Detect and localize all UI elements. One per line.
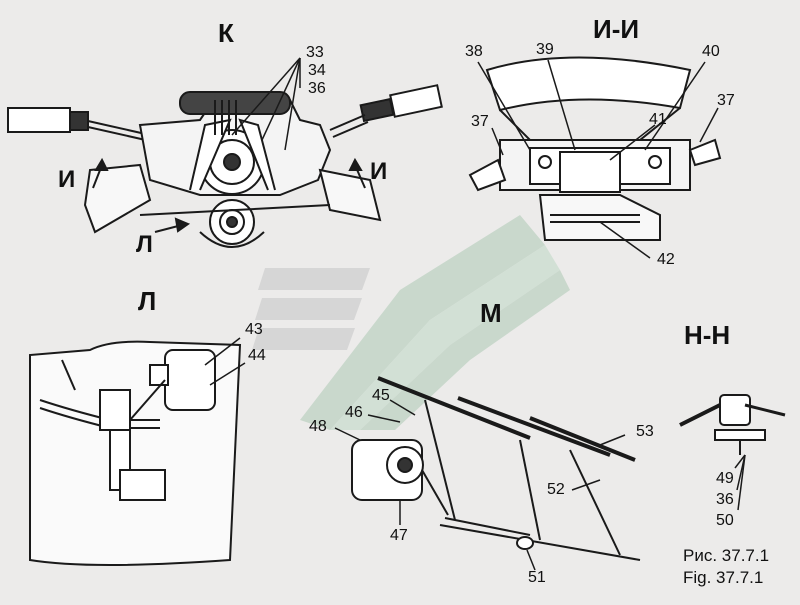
callout-33: 33 [306, 44, 324, 61]
callout-44: 44 [248, 347, 266, 364]
view-l-drawing [29, 337, 246, 566]
callout-39: 39 [536, 41, 554, 58]
view-nn-drawing [679, 394, 786, 511]
callout-36-nn: 36 [716, 491, 734, 508]
view-title-nn: Н-Н [684, 320, 731, 350]
callout-47: 47 [390, 527, 408, 544]
view-m-drawing [334, 376, 641, 571]
callout-41: 41 [649, 111, 667, 128]
view-title-l: Л [138, 286, 157, 316]
callout-45: 45 [372, 387, 390, 404]
callout-34: 34 [308, 62, 326, 79]
callout-48: 48 [309, 418, 327, 435]
section-mark-i-right: И [370, 158, 388, 185]
view-ii-drawing [468, 56, 722, 259]
watermark-logo [252, 215, 570, 430]
section-arrows [92, 157, 366, 233]
section-mark-i-left: И [58, 166, 76, 193]
view-title-k: К [218, 18, 234, 48]
callout-49: 49 [716, 470, 734, 487]
figure-caption-en: Fig. 37.7.1 [683, 568, 764, 587]
figure-caption-ru: Рис. 37.7.1 [683, 546, 770, 565]
view-k-drawing [7, 57, 443, 248]
section-mark-l: Л [136, 231, 153, 258]
callout-46: 46 [345, 404, 363, 421]
callout-38: 38 [465, 43, 483, 60]
callout-36: 36 [308, 80, 326, 97]
callout-43: 43 [245, 321, 263, 338]
view-title-m: М [480, 298, 502, 328]
callout-52: 52 [547, 481, 565, 498]
callout-50: 50 [716, 512, 734, 529]
view-title-ii: И-И [593, 14, 640, 44]
callout-53: 53 [636, 423, 654, 440]
callout-51: 51 [528, 569, 546, 586]
callout-37-right: 37 [717, 92, 735, 109]
callout-37-left: 37 [471, 113, 489, 130]
callout-42: 42 [657, 251, 675, 268]
callout-40: 40 [702, 43, 720, 60]
